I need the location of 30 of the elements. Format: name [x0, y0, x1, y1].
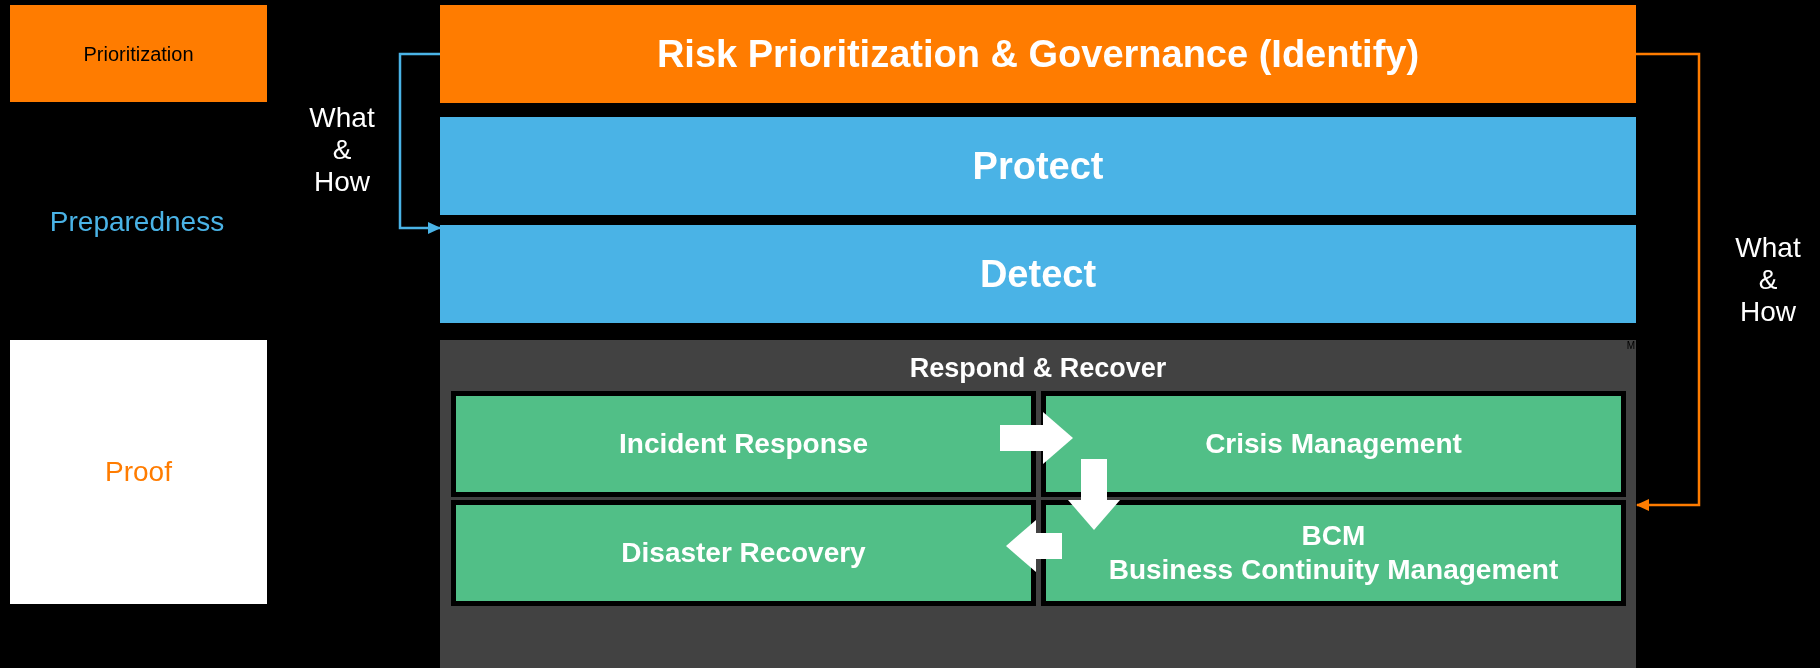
function-bar: [440, 225, 1636, 323]
group-panel: [440, 340, 1636, 668]
block-arrow: [1000, 412, 1073, 464]
box-label: Protect: [972, 143, 1104, 189]
block-arrow: [1068, 459, 1120, 530]
box-label: Detect: [979, 251, 1097, 297]
box-label: Disaster Recovery: [621, 536, 866, 570]
process-box: [451, 500, 1036, 606]
process-box: [1041, 391, 1626, 497]
box-label: Incident Response: [619, 427, 868, 461]
box-label: Risk Prioritization & Governance (Identify): [656, 31, 1420, 77]
block-arrow: [1006, 520, 1062, 572]
bracket-arrow: [398, 52, 441, 234]
box-label: Crisis Management: [1205, 427, 1462, 461]
edge-label: What & How: [308, 101, 376, 199]
category-box: [10, 340, 267, 604]
category-box: [10, 5, 267, 102]
box-label: Proof: [105, 455, 172, 489]
function-bar: [440, 117, 1636, 215]
edge-label: What & How: [1734, 231, 1802, 329]
box-label: Business Continuity Management: [1108, 553, 1559, 587]
function-bar: [440, 5, 1636, 103]
process-box: [451, 391, 1036, 497]
box-label: Prioritization: [83, 41, 194, 67]
bracket-arrow: [1636, 52, 1701, 511]
stray-mark: M: [1626, 338, 1636, 353]
process-box: [1041, 500, 1626, 606]
heading: BCM: [1301, 519, 1366, 553]
category-label: Preparedness: [49, 205, 225, 239]
box-label: Respond & Recover: [909, 352, 1167, 385]
